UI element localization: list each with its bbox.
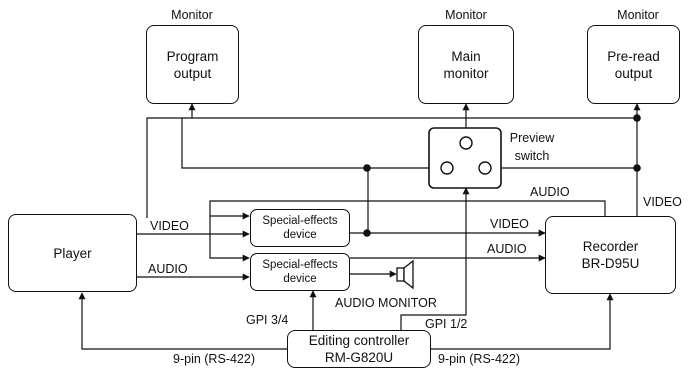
recorder-model: BR-D95U: [581, 256, 640, 271]
nine-pin-label: 9-pin (RS-422): [173, 352, 255, 366]
audio-monitor-label: AUDIO MONITOR: [335, 296, 437, 310]
audio-label: AUDIO: [530, 185, 570, 199]
controller-model: RM-G820U: [324, 350, 394, 365]
monitor-label: output: [173, 65, 212, 81]
wire-recorder-audio-out: [209, 200, 606, 262]
gpi-label: GPI 3/4: [246, 313, 289, 327]
pre-read-output-monitor: Pre-read output: [587, 25, 680, 104]
player-box: Player: [8, 214, 137, 292]
wire-preview-bus: [181, 118, 637, 169]
device-label: Special-effects: [262, 215, 338, 227]
junction-dot: [633, 114, 641, 122]
monitor-label: Pre-read: [607, 48, 660, 64]
program-output-monitor: Program output: [146, 25, 239, 104]
video-label: VIDEO: [490, 217, 529, 231]
editing-controller-box: Editing controller RM-G820U: [287, 330, 431, 368]
preview-switch-terminal: [440, 161, 454, 175]
monitor-caption: Monitor: [445, 8, 487, 22]
wire-gpi12: [400, 187, 470, 330]
controller-label: Editing controller: [308, 333, 410, 348]
gpi-label: GPI 1/2: [425, 317, 468, 331]
monitor-caption: Monitor: [617, 8, 659, 22]
video-label: VIDEO: [150, 219, 189, 233]
monitor-label: output: [614, 65, 653, 81]
audio-label: AUDIO: [148, 262, 188, 276]
wire-program-bus: [146, 117, 637, 218]
monitor-caption: Monitor: [171, 8, 213, 22]
device-label: device: [283, 273, 317, 285]
special-effects-device-audio: Special-effects device: [250, 253, 350, 291]
preview-switch-terminal: [459, 136, 473, 150]
video-label: VIDEO: [643, 195, 682, 209]
device-label: Special-effects: [262, 259, 338, 271]
recorder-box: Recorder BR-D95U: [545, 216, 676, 294]
main-monitor: Main monitor: [418, 25, 514, 104]
wire-9pin-left: [78, 292, 287, 350]
monitor-label: monitor: [443, 65, 489, 81]
special-effects-device-video: Special-effects device: [250, 209, 350, 247]
monitor-label: Program: [166, 48, 219, 64]
preview-switch-label: Preview switch: [509, 131, 555, 163]
device-label: device: [283, 229, 317, 241]
preview-switch-terminal: [478, 161, 492, 175]
recorder-label: Recorder: [582, 239, 639, 254]
monitor-label: Main: [451, 48, 481, 64]
wire-9pin-right: [431, 293, 614, 350]
junction-dot: [633, 164, 641, 172]
speaker-icon: [396, 259, 414, 290]
nine-pin-label: 9-pin (RS-422): [438, 352, 520, 366]
player-label: Player: [53, 245, 92, 261]
junction-dot: [363, 229, 371, 237]
audio-label: AUDIO: [487, 242, 527, 256]
junction-dot: [363, 164, 371, 172]
